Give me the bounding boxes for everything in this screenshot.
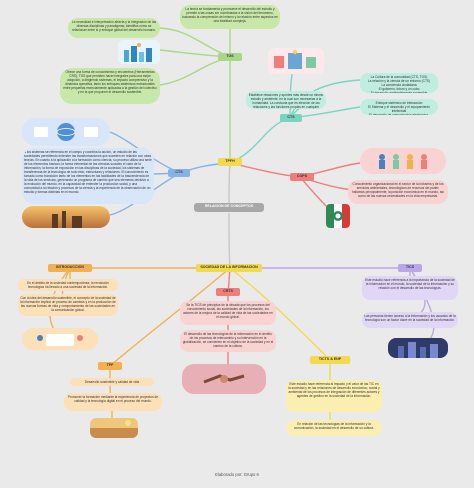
central-topic-label[interactable]: RELACION DE CONCEPTOS [194,203,264,212]
workers-team-illustration [360,148,446,174]
society-science-icon [268,48,324,74]
cops-text: Conocimiento organizacional en el sector… [348,180,448,204]
handshake-icon [182,364,266,394]
tgs-left-text: La necesidad e interpretación abierta y … [68,18,160,38]
handshake-photo [182,364,266,394]
hub-sociedad[interactable]: SOCIEDAD DE LA INFORMACION [196,264,262,272]
hub-cts-left[interactable]: CTS [168,169,190,177]
industrial-sunset-photo [22,206,110,228]
workers-team-icon [360,148,446,174]
hub-tics[interactable]: TICS [398,264,422,272]
ticts-text-1: Este estudio hace referencia al impacto … [286,380,382,412]
city-night-photo [388,338,448,358]
recycle-globe-flag [326,204,350,228]
hub-cts[interactable]: CTS [280,114,302,122]
tics-text-1: Este estudio hace referencia a la import… [362,276,458,300]
hub-tpfh[interactable]: TPFH [218,158,242,166]
industrial-sunset-icon [22,206,110,228]
people-collaboration-icon [22,328,98,350]
footer-credit: Elaborado por: Grupo 6 [215,472,259,477]
hub-tpf[interactable]: TPF [98,362,122,370]
cts-list2-text: Enfoque sistémico de interacción El Sist… [360,99,438,115]
tpf-text-1: Desarrollo sostenible y calidad de vida [70,378,154,386]
farm-landscape-photo [90,418,138,438]
cts-illustration [268,48,324,74]
recycle-globe-icon [326,204,350,228]
farm-landscape-icon [90,418,138,438]
hub-crts[interactable]: CRTS [216,288,240,296]
cts-mid-text: Establece relaciones y aportes más desde… [246,91,326,109]
crts-text-1: Se la TICS de principios de la década qu… [180,301,276,325]
hub-introduccion[interactable]: INTRODUCCION [48,264,92,272]
hub-tgs[interactable]: TGS [218,53,242,61]
hub-ticts[interactable]: TICTS & ENP [310,356,350,364]
cts-list-text: La Cultura de la comunidad (CTS, TGS) La… [360,73,438,93]
intro-text-2: Con la idea del desarrollo sostenible, e… [18,294,118,316]
ticts-text-2: En relación de las tecnologías de la inf… [286,420,382,436]
tpf-text-2: Promover la formación mediante la experi… [64,393,162,411]
tgs-top-text: La teoría se fundamenta y promueve el de… [180,5,280,29]
city-network-icon [118,40,160,64]
crts-text-2: El desarrollo de las tecnologías de la i… [180,330,276,352]
globe-tech-illustration [22,118,110,146]
city-night-icon [388,338,448,358]
hub-cops[interactable]: COPS [290,173,314,181]
tgs-illustration [118,40,160,64]
tpfh-left-text: A los sistemas se referencia en el campo… [22,148,154,204]
globe-technology-icon [22,118,110,146]
people-collaboration-illustration [22,328,98,350]
intro-text-1: En el ámbito de la sociedad contemporáne… [18,279,118,291]
tics-text-2: Las personas tienen acceso a la informac… [362,312,458,328]
tgs-bottom-text: Ofrece una forma de conocimiento y encue… [60,68,160,104]
